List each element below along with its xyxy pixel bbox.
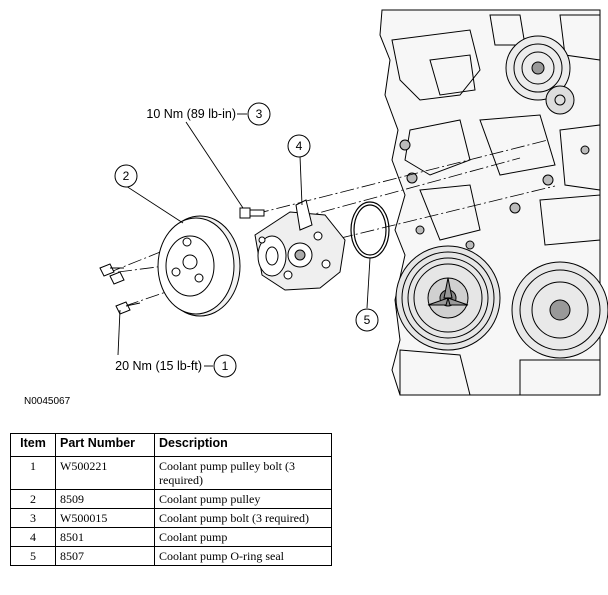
- item-cell: 3: [10, 508, 56, 528]
- callout-2-number: 2: [123, 169, 130, 183]
- engine-block-illustration: [379, 9, 608, 396]
- callout-3-number: 3: [256, 107, 263, 121]
- callout-1: 1: [213, 354, 237, 378]
- leader-lines: [117, 113, 371, 367]
- table-row: 5 8507 Coolant pump O-ring seal: [10, 546, 332, 566]
- description-cell: Coolant pump pulley: [154, 489, 332, 509]
- part-number-cell: W500221: [55, 456, 155, 490]
- callout-4: 4: [287, 134, 311, 158]
- parts-table: Item Part Number Description 1 W500221 C…: [10, 433, 332, 566]
- callout-3: 3: [247, 102, 271, 126]
- part-number-cell: W500015: [55, 508, 155, 528]
- header-item: Item: [10, 433, 56, 457]
- coolant-pump-illustration: [254, 199, 346, 291]
- pulley-bolts-illustration: [99, 263, 141, 315]
- header-part-number: Part Number: [55, 433, 155, 457]
- table-row: 3 W500015 Coolant pump bolt (3 required): [10, 508, 332, 528]
- figure-id: N0045067: [24, 396, 71, 407]
- callout-1-number: 1: [222, 359, 229, 373]
- callout-5-number: 5: [364, 313, 371, 327]
- item-cell: 1: [10, 456, 56, 490]
- table-row: 4 8501 Coolant pump: [10, 527, 332, 547]
- table-header-row: Item Part Number Description: [10, 433, 332, 457]
- item-cell: 2: [10, 489, 56, 509]
- header-description: Description: [154, 433, 332, 457]
- table-row: 2 8509 Coolant pump pulley: [10, 489, 332, 509]
- callout-5: 5: [355, 308, 379, 332]
- coolant-pump-pulley-illustration: [157, 215, 241, 317]
- pump-bolt-illustration: [239, 207, 265, 219]
- description-cell: Coolant pump pulley bolt (3 required): [154, 456, 332, 490]
- callout-4-number: 4: [296, 139, 303, 153]
- part-number-cell: 8509: [55, 489, 155, 509]
- part-number-cell: 8507: [55, 546, 155, 566]
- torque-label-item-1: 20 Nm (15 lb-ft): [115, 359, 202, 373]
- description-cell: Coolant pump O-ring seal: [154, 546, 332, 566]
- description-cell: Coolant pump: [154, 527, 332, 547]
- description-cell: Coolant pump bolt (3 required): [154, 508, 332, 528]
- item-cell: 4: [10, 527, 56, 547]
- callout-2: 2: [114, 164, 138, 188]
- exploded-view-diagram: 1 2 3 4 5 10 Nm (89 lb-in) 20 Nm (15 lb-…: [99, 9, 608, 396]
- item-cell: 5: [10, 546, 56, 566]
- table-row: 1 W500221 Coolant pump pulley bolt (3 re…: [10, 456, 332, 490]
- part-number-cell: 8501: [55, 527, 155, 547]
- torque-label-item-3: 10 Nm (89 lb-in): [146, 107, 236, 121]
- o-ring-illustration: [350, 201, 390, 259]
